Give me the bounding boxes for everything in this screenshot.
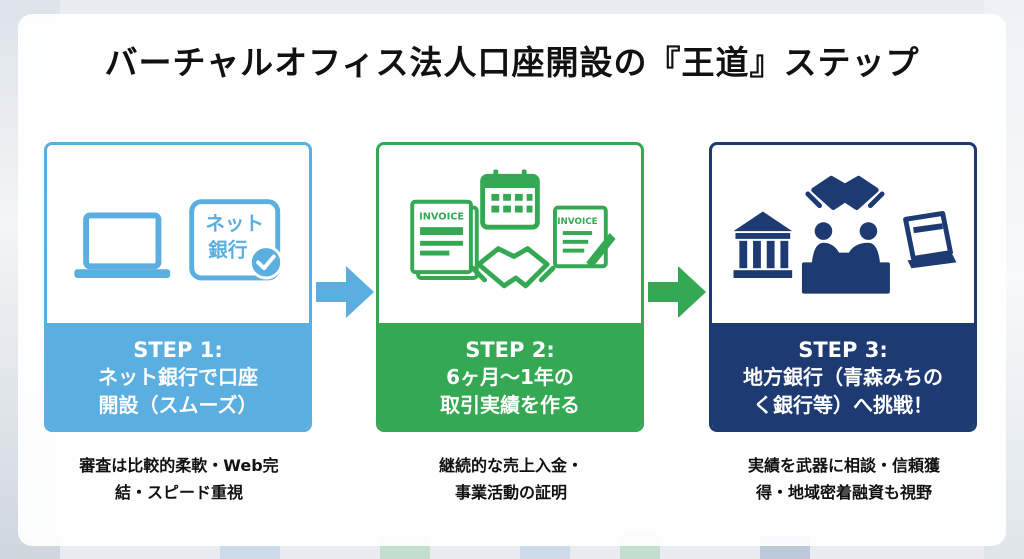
calendar-icon: [480, 169, 540, 230]
step-1-name-line-2: 開設（スムーズ）: [98, 393, 258, 417]
badge-line-1: ネット: [205, 212, 264, 235]
step-1-description-line-1: 審査は比較的柔軟・Web完: [79, 456, 279, 475]
step-3-label: STEP 3:: [798, 338, 888, 362]
step-3-name-line-1: 地方銀行（青森みちの: [743, 365, 943, 389]
step-1-name-line-1: ネット銀行で口座: [98, 365, 258, 389]
step-3-name-line-2: く銀行等）へ挑戦！: [753, 393, 933, 417]
invoice-label-2: INVOICE: [557, 217, 597, 227]
step-1-illustration: ネット 銀行: [74, 199, 284, 281]
handshake-icon: [470, 246, 556, 289]
handshake-icon: [805, 175, 885, 211]
step-2-illustration: INVOICE INVOICE: [410, 169, 616, 289]
step-2-name-line-2: 取引実績を作る: [440, 393, 580, 417]
step-2-description: 継続的な売上入金・ 事業活動の証明: [376, 452, 646, 506]
check-icon: [248, 245, 284, 280]
badge-line-2: 銀行: [208, 238, 248, 261]
step-2-label: STEP 2:: [465, 338, 555, 362]
step-2-card: INVOICE INVOICE: [376, 142, 644, 432]
arrow-right-icon: [316, 266, 374, 318]
step-1-card: ネット 銀行 STEP 1: ネット銀行で口座 開設（スムーズ）: [44, 142, 312, 432]
step-1-label: STEP 1:: [133, 338, 223, 362]
step-2-description-line-1: 継続的な売上入金・: [438, 456, 583, 475]
arrow-right-icon-2: [648, 266, 706, 318]
laptop-icon: [74, 212, 171, 278]
step-3-illustration: [733, 175, 957, 294]
page-title: バーチャルオフィス法人口座開設の『王道』ステップ: [104, 43, 920, 82]
invoice-pen-icon: INVOICE: [553, 205, 616, 269]
step-2-description-line-2: 事業活動の証明: [454, 483, 567, 502]
step-1-description-line-2: 結・スピード重視: [114, 483, 243, 502]
bank-icon: [733, 211, 793, 278]
meeting-icon: [801, 222, 890, 294]
step-3-description-line-1: 実績を武器に相談・信頼獲: [747, 456, 940, 475]
invoice-icon: INVOICE: [410, 199, 479, 280]
step-3-card: STEP 3: 地方銀行（青森みちの く銀行等）へ挑戦！: [709, 142, 977, 432]
laptop-icon: [903, 211, 957, 269]
step-1-description: 審査は比較的柔軟・Web完 結・スピード重視: [44, 452, 314, 506]
step-3-description: 実績を武器に相談・信頼獲 得・地域密着融資も視野: [709, 452, 979, 506]
step-1-band: STEP 1: ネット銀行で口座 開設（スムーズ）: [47, 323, 309, 429]
invoice-label: INVOICE: [419, 211, 464, 222]
step-2-name-line-1: 6ヶ月～1年の: [446, 365, 574, 389]
step-3-band: STEP 3: 地方銀行（青森みちの く銀行等）へ挑戦！: [712, 323, 974, 429]
step-3-description-line-2: 得・地域密着融資も視野: [755, 483, 932, 502]
step-2-band: STEP 2: 6ヶ月～1年の 取引実績を作る: [379, 323, 641, 429]
